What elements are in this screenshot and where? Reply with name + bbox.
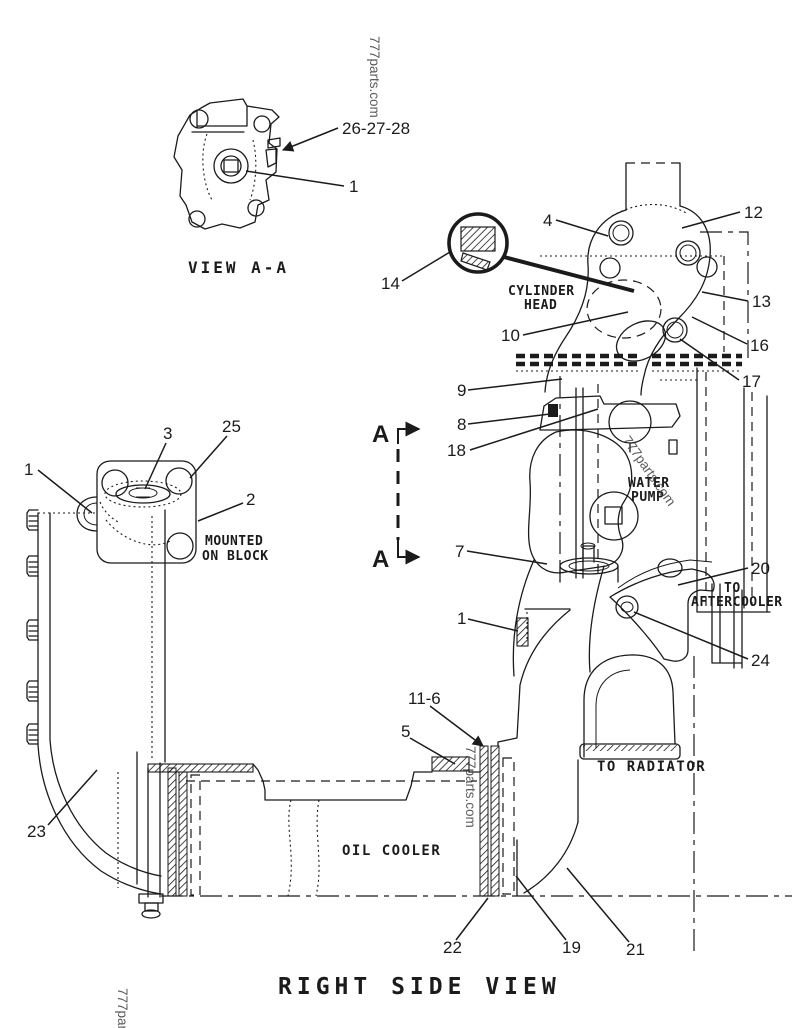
tank-bolt-tabs [26,509,39,745]
label-mounted-line2: ON BLOCK [202,549,269,564]
main-outlet-pipe [497,559,605,897]
water-inlet-elbow-assembly [516,162,749,396]
callout-2: 2 [246,490,255,509]
callout-1-mid: 1 [457,609,466,628]
annotation-labels: VIEW A-A CYLINDER HEAD WATER PUMP MOUNTE… [188,258,783,1000]
callout-20: 20 [751,559,770,578]
callout-12: 12 [744,203,763,222]
label-water-pump-line1: WATER [628,476,670,491]
seal-detail-circle [447,212,635,293]
callout-24: 24 [751,651,770,670]
section-letter-bottom: A [372,546,389,573]
callout-5: 5 [401,722,410,741]
callout-26-27-28: 26-27-28 [342,119,410,138]
callout-11-6: 11-6 [408,689,441,708]
callout-22: 22 [443,938,462,957]
callout-1-left: 1 [24,460,33,479]
aftercooler-bracket [609,558,743,955]
callout-21: 21 [626,940,645,959]
section-aa-marker [396,421,421,565]
label-to-aftercooler-line1: TO [724,581,741,596]
label-mounted-line1: MOUNTED [205,534,263,549]
callout-23: 23 [27,822,46,841]
drain-plug [138,893,164,919]
callout-14: 14 [381,274,400,293]
callout-1-top: 1 [349,177,358,196]
label-cylinder-head-line1: CYLINDER [508,284,575,299]
section-letter-top: A [372,421,389,448]
radiator-pipe [579,654,681,760]
label-oil-cooler: OIL COOLER [342,843,441,859]
callout-leader-lines [37,127,749,943]
label-to-radiator: TO RADIATOR [597,759,706,775]
view-aa-caption: VIEW A-A [188,258,289,277]
callout-3: 3 [163,424,172,443]
label-water-pump-line2: PUMP [631,490,664,505]
watermark-bottom-center: 777parts.com [463,746,478,828]
callout-13: 13 [752,292,771,311]
callout-19: 19 [562,938,581,957]
callout-16: 16 [750,336,769,355]
callout-7: 7 [455,542,464,561]
water-pump-housing [527,395,681,583]
engine-block [559,367,771,613]
callout-9: 9 [457,381,466,400]
watermark-top: 777parts.com [367,36,382,118]
callout-numbers: 26-27-28 1 4 12 14 13 10 16 17 9 8 18 7 … [24,119,771,959]
view-aa-pump-drawing [173,98,281,230]
callout-4: 4 [543,211,552,230]
label-cylinder-head-line2: HEAD [524,298,557,313]
callout-8: 8 [457,415,466,434]
oil-cooler-tank [26,460,197,919]
label-to-aftercooler-line2: AFTERCOOLER [691,595,783,610]
drawing-title: RIGHT SIDE VIEW [278,974,561,1000]
callout-25: 25 [222,417,241,436]
callout-18: 18 [447,441,466,460]
callout-17: 17 [742,372,761,391]
callout-10: 10 [501,326,520,345]
oil-cooler-body [147,745,792,897]
watermark-bottom-left: 777parts.com [115,988,130,1028]
